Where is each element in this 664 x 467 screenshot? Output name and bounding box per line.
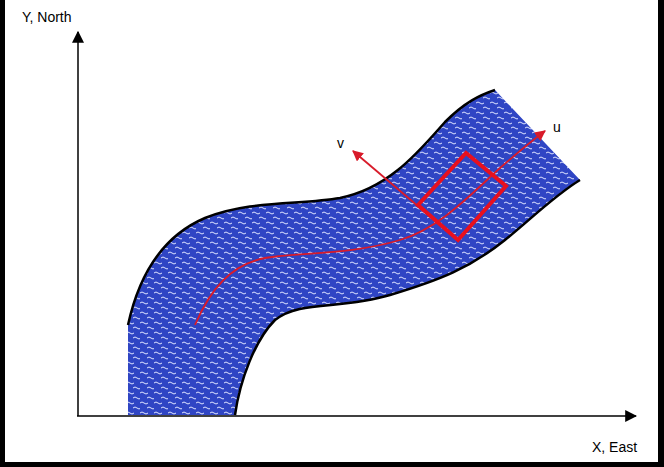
vector-label: v — [337, 136, 344, 151]
river-bank — [235, 180, 580, 415]
control-volume — [418, 153, 506, 240]
axis-label: X, East — [592, 440, 637, 455]
river-band — [128, 90, 580, 415]
centerline-arrow — [195, 131, 545, 325]
x-axis — [77, 415, 636, 417]
axis-label: Y, North — [22, 10, 72, 25]
vector-label: u — [553, 120, 561, 135]
y-axis — [77, 32, 79, 416]
river-bank — [128, 90, 495, 325]
